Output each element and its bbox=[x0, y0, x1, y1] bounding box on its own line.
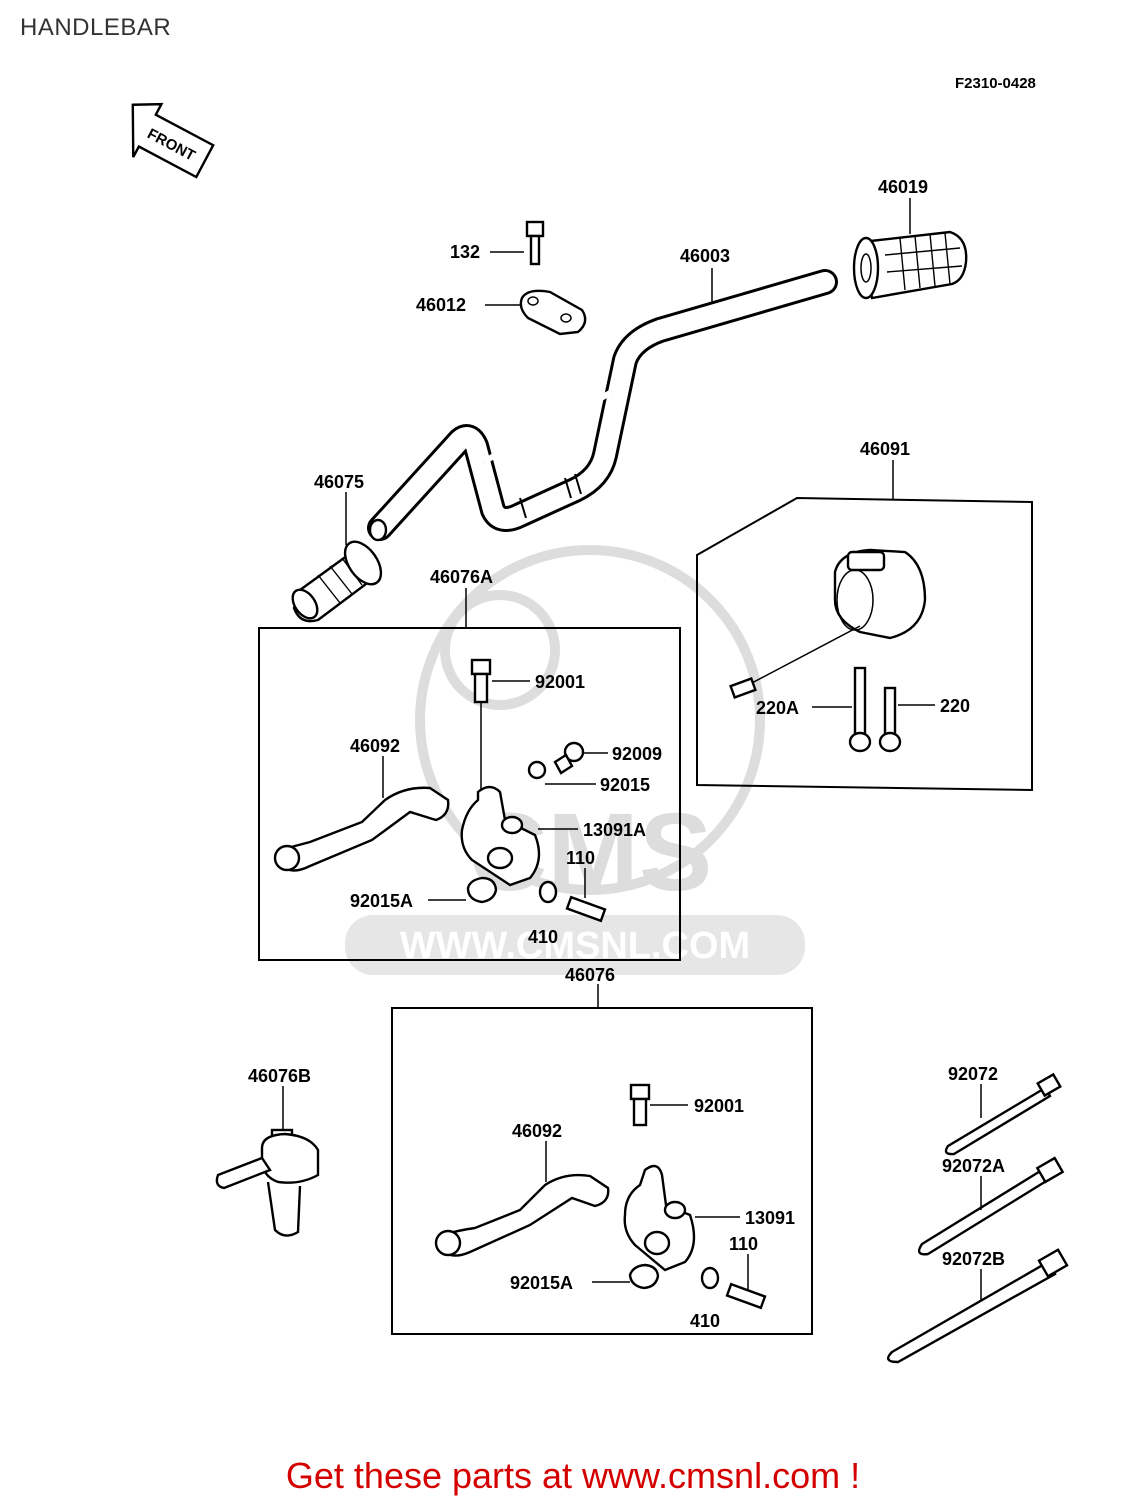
label-46019: 46019 bbox=[878, 177, 928, 197]
label-13091: 13091 bbox=[745, 1208, 795, 1228]
bolt-132 bbox=[525, 220, 545, 266]
label-46075: 46075 bbox=[314, 472, 364, 492]
switch-46091 bbox=[729, 548, 927, 753]
label-92001-b: 92001 bbox=[694, 1096, 744, 1116]
label-92015A-a: 92015A bbox=[350, 891, 413, 911]
footer-link-text[interactable]: Get these parts at www.cmsnl.com ! bbox=[285, 1455, 861, 1496]
cable-tie-92072A bbox=[917, 1156, 1065, 1256]
label-46012: 46012 bbox=[416, 295, 466, 315]
label-410-a: 410 bbox=[528, 927, 558, 947]
label-220A: 220A bbox=[756, 698, 799, 718]
label-13091A: 13091A bbox=[583, 820, 646, 840]
grip-46019 bbox=[852, 230, 968, 300]
cable-tie-92072B bbox=[886, 1248, 1069, 1364]
part-labels: 132 46012 46003 46019 46075 46091 220A 2… bbox=[248, 177, 1005, 1331]
front-arrow-icon: FRONT bbox=[131, 102, 215, 179]
parts-46076 bbox=[434, 1083, 767, 1310]
label-92072A: 92072A bbox=[942, 1156, 1005, 1176]
label-92072: 92072 bbox=[948, 1064, 998, 1084]
assembly-box-46076 bbox=[391, 1007, 813, 1335]
label-410-b: 410 bbox=[690, 1311, 720, 1331]
label-110-a: 110 bbox=[566, 848, 595, 868]
label-110-b: 110 bbox=[729, 1234, 758, 1254]
leader-lines bbox=[282, 198, 982, 1300]
page-title: HANDLEBAR bbox=[20, 14, 172, 41]
label-220: 220 bbox=[940, 696, 970, 716]
label-46003: 46003 bbox=[680, 246, 730, 266]
handlebar-46003 bbox=[367, 269, 838, 542]
label-132: 132 bbox=[450, 242, 480, 262]
label-92072B: 92072B bbox=[942, 1249, 1005, 1269]
figure-code: F2310-0428 bbox=[955, 75, 1036, 92]
label-46076A: 46076A bbox=[430, 567, 493, 587]
part-46076B bbox=[215, 1128, 320, 1237]
label-92015: 92015 bbox=[600, 775, 650, 795]
label-46092-b: 46092 bbox=[512, 1121, 562, 1141]
label-92015A-b: 92015A bbox=[510, 1273, 573, 1293]
label-46076: 46076 bbox=[565, 965, 615, 985]
parts-46076A bbox=[273, 658, 607, 923]
clamp-46012 bbox=[519, 289, 587, 336]
assembly-box-46076A bbox=[258, 627, 681, 961]
label-46092-a: 46092 bbox=[350, 736, 400, 756]
label-46091: 46091 bbox=[860, 439, 910, 459]
cable-tie-92072 bbox=[944, 1072, 1062, 1156]
label-92009: 92009 bbox=[612, 744, 662, 764]
label-92001-a: 92001 bbox=[535, 672, 585, 692]
assembly-box-46091 bbox=[696, 496, 1033, 792]
label-46076B: 46076B bbox=[248, 1066, 311, 1086]
grip-46075 bbox=[291, 540, 383, 623]
